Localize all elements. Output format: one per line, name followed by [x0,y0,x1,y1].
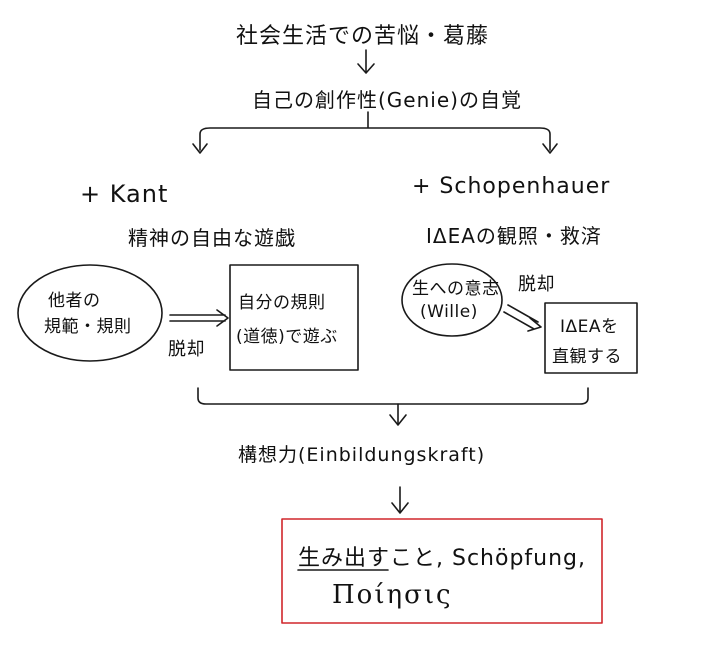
kant-norms-ellipse [17,264,163,362]
schopenhauer-subtitle: IΔEAの観照・救済 [426,224,602,248]
wille-line1: 生への意志 [412,279,500,299]
kant-self-rule-box [229,264,359,371]
wille-ellipse [401,263,503,337]
self-awareness-text: 自己の創作性(Genie)の自覚 [252,88,522,112]
kant-heading: + Kant [80,180,169,208]
imagination-text: 構想力(Einbildungskraft) [238,444,486,466]
top-struggle-text: 社会生活での苦悩・葛藤 [236,24,490,49]
schopenhauer-heading: + Schopenhauer [412,174,611,199]
schopenhauer-escape-arrow [503,304,542,332]
merge-bracket [197,387,589,405]
result-line1: 生み出すこと, Schöpfung, [298,546,587,571]
arrowhead-top [357,63,375,74]
kant-self-rule-line1: 自分の規則 [238,293,326,313]
arrowhead-imagination [389,414,407,426]
kant-norms-line1: 他者の [48,291,101,311]
schopenhauer-escape-label: 脱却 [518,274,555,295]
arrowhead-result [391,502,409,514]
idea-line2: 直観する [552,347,622,367]
wille-line2: (Wille) [420,302,478,322]
kant-escape-arrow [169,309,229,327]
arrowhead-right-branch [542,143,558,154]
kant-subtitle: 精神の自由な遊戯 [128,226,296,250]
kant-norms-line2: 規範・規則 [44,317,132,337]
kant-escape-label: 脱却 [168,339,205,360]
arrowhead-left-branch [192,143,208,154]
result-line2: Ποίησις [332,580,453,610]
branch-bracket [199,111,551,151]
result-box [281,518,603,624]
idea-line1: IΔEAを [560,317,619,337]
idea-box [544,302,638,374]
kant-self-rule-line2: (道徳)で遊ぶ [236,327,338,347]
